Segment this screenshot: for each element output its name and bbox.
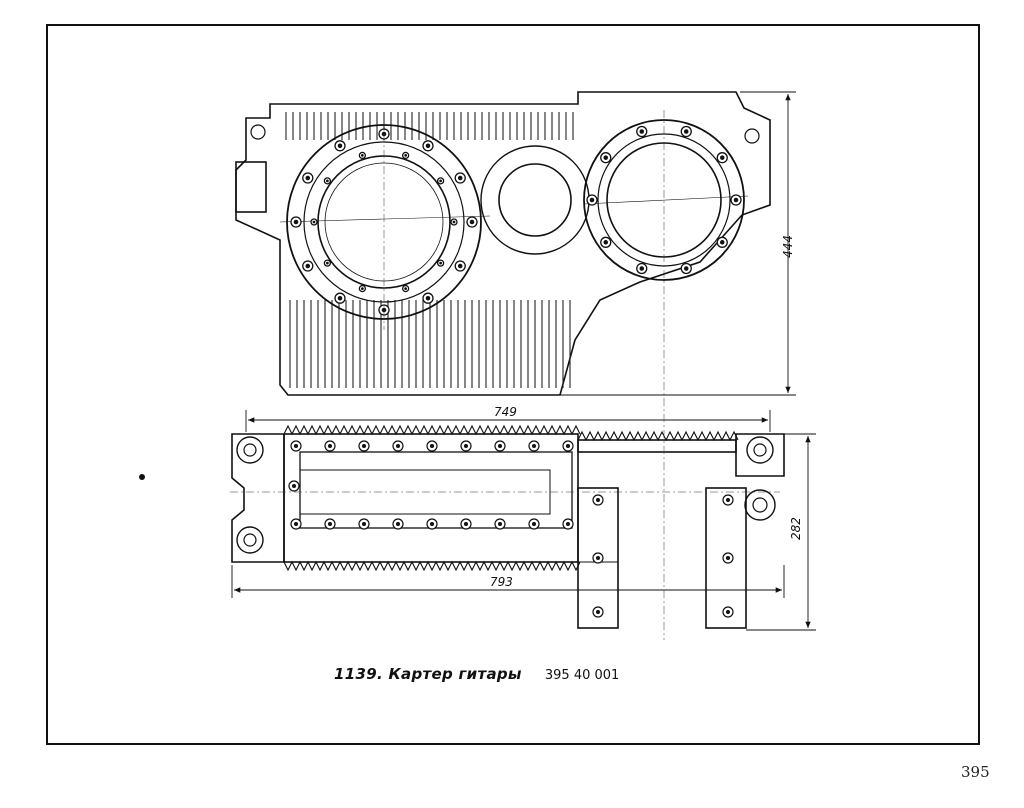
bolt-centre	[683, 266, 689, 271]
bolt-centre	[404, 287, 407, 290]
bolt-centre	[726, 610, 730, 614]
bolt-centre	[337, 143, 343, 149]
bolt-centre	[596, 498, 600, 502]
bolt-centre	[726, 498, 730, 502]
bolt-centre	[396, 522, 400, 526]
bolt-centre	[464, 444, 468, 448]
bolt-centre	[603, 155, 609, 160]
dimension-length-upper	[245, 410, 771, 432]
bolt-centre	[305, 263, 311, 269]
bolt-centre	[328, 522, 332, 526]
bolt-centre	[326, 179, 329, 183]
bolt-centre	[683, 129, 689, 134]
bolt-centre	[603, 240, 609, 245]
bolt-centre	[457, 175, 463, 181]
left-bore-bolts	[290, 128, 478, 316]
bolt-centre	[439, 179, 442, 183]
bolt-centre	[566, 522, 570, 526]
plan-view-bolts	[288, 440, 734, 618]
bolt-centre	[439, 261, 442, 265]
cooling-fins	[285, 112, 574, 388]
dimension-width	[746, 433, 816, 631]
right-bore-bolts	[586, 125, 742, 275]
bolt-centre	[726, 556, 730, 560]
bolt-centre	[733, 197, 739, 203]
bolt-centre	[328, 444, 332, 448]
centre-lines	[230, 110, 780, 640]
bolt-centre	[639, 129, 645, 134]
bolt-centre	[293, 219, 299, 225]
housing-plan-view	[231, 433, 785, 629]
bolt-centre	[305, 175, 311, 181]
dimension-width-label: 282	[789, 517, 803, 540]
bolt-centre	[452, 220, 456, 224]
bolt-centre	[464, 522, 468, 526]
bolt-centre	[361, 154, 364, 157]
bolt-centre	[425, 143, 431, 149]
figure-title: 1139. Картер гитары	[334, 665, 522, 683]
bolt-centre	[430, 444, 434, 448]
dimension-length-lower	[231, 565, 785, 598]
bolt-centre	[589, 197, 595, 203]
bolt-centre	[566, 444, 570, 448]
bolt-centre	[498, 444, 502, 448]
bolt-centre	[532, 444, 536, 448]
lug-hole	[250, 124, 266, 140]
part-code: 395 40 001	[544, 668, 620, 683]
teeth-top	[283, 424, 581, 436]
dimension-length-upper-label: 749	[494, 405, 517, 419]
bolt-centre	[326, 261, 329, 265]
bolt-centre	[425, 295, 431, 301]
bolt-centre	[292, 484, 296, 488]
figure-caption: 1139. Картер гитары 395 40 001	[334, 664, 619, 683]
bolt-centre	[396, 444, 400, 448]
bolt-centre	[596, 610, 600, 614]
middle-bore	[480, 145, 590, 255]
dimension-height-label: 444	[781, 235, 795, 258]
rib-teeth	[283, 424, 739, 572]
teeth-right	[577, 430, 739, 442]
bolt-centre	[469, 219, 475, 225]
bolt-centre	[498, 522, 502, 526]
housing-front-view	[235, 91, 771, 396]
teeth-bottom	[283, 560, 581, 572]
bolt-centre	[639, 266, 645, 271]
bolt-centre	[312, 220, 316, 224]
bolt-centre	[719, 155, 725, 160]
bolt-centre	[294, 444, 298, 448]
bolt-centre	[457, 263, 463, 269]
bolt-centre	[596, 556, 600, 560]
bolt-centre	[430, 522, 434, 526]
bolt-centre	[404, 154, 407, 157]
bolt-centre	[361, 287, 364, 290]
bolt-centre	[294, 522, 298, 526]
ink-dot	[139, 474, 145, 480]
bolt-centre	[532, 522, 536, 526]
drawing-frame	[46, 24, 980, 745]
bolt-centre	[362, 444, 366, 448]
lug-hole	[744, 128, 760, 144]
page-number: 395	[961, 763, 990, 781]
bolt-centre	[719, 240, 725, 245]
dimension-height	[560, 91, 796, 396]
bolt-centre	[337, 295, 343, 301]
dimension-length-lower-label: 793	[490, 575, 513, 589]
bolt-centre	[362, 522, 366, 526]
right-bore	[583, 119, 749, 281]
